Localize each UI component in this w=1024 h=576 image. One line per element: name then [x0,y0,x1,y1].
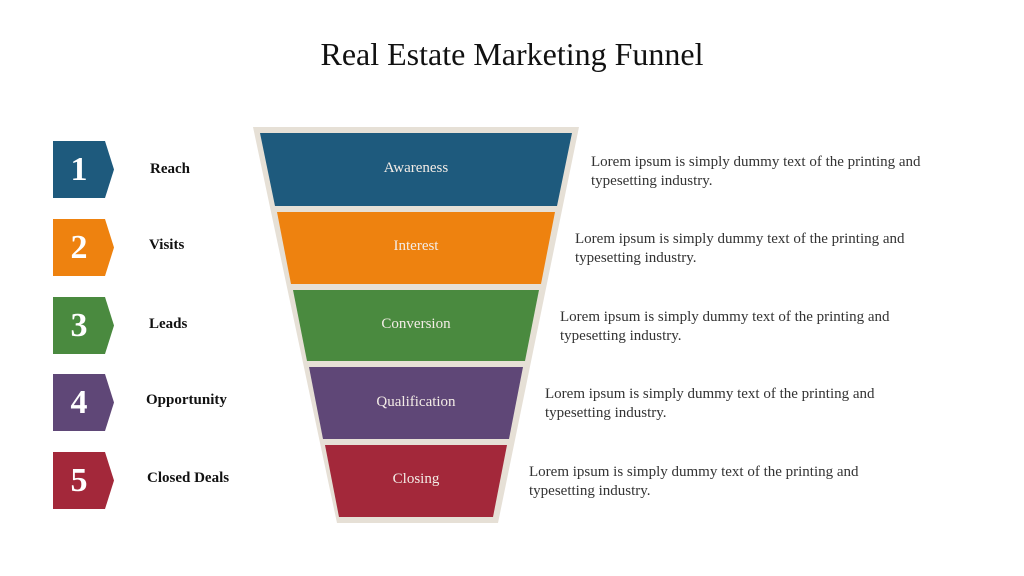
step-number: 3 [70,307,88,344]
badge-arrow-shape [53,219,114,276]
step-label-reach: Reach [150,161,190,177]
step-label-visits: Visits [149,237,185,253]
step-badge-4: 4 [53,374,114,431]
step-badge-3: 3 [53,297,114,354]
description-closing: Lorem ipsum is simply dummy text of the … [529,463,909,501]
description-line: typesetting industry. [575,250,697,266]
step-label-closed-deals: Closed Deals [147,470,230,486]
stage-label-closing: Closing [392,471,440,487]
step-badge-5: 5 [53,452,114,509]
description-line: Lorem ipsum is simply dummy text of the … [591,154,921,170]
stage-label-interest: Interest [393,238,439,254]
badge-arrow-shape [53,374,114,431]
description-line: typesetting industry. [560,328,682,344]
funnel-band-conversion [293,290,539,361]
funnel-band-closing [325,445,507,517]
badge-arrow-shape [53,141,114,198]
step-label-opportunity: Opportunity [146,392,227,408]
step-badge-2: 2 [53,219,114,276]
step-number: 5 [70,462,88,499]
stage-label-qualification: Qualification [376,394,456,410]
description-line: Lorem ipsum is simply dummy text of the … [529,464,859,480]
badge-arrow-shape [53,452,114,509]
description-interest: Lorem ipsum is simply dummy text of the … [575,230,955,268]
stage-label-conversion: Conversion [381,316,451,332]
funnel-band-awareness [260,133,572,206]
description-qualification: Lorem ipsum is simply dummy text of the … [545,385,925,423]
description-line: typesetting industry. [545,405,667,421]
step-number: 1 [70,151,88,188]
badge-arrow-shape [53,297,114,354]
description-line: typesetting industry. [591,173,713,189]
page-title: Real Estate Marketing Funnel [320,36,704,72]
funnel-band-qualification [309,367,523,439]
step-label-leads: Leads [149,316,188,332]
funnel-band-interest [277,212,555,284]
description-line: typesetting industry. [529,483,651,499]
description-conversion: Lorem ipsum is simply dummy text of the … [560,308,940,346]
step-number: 4 [70,384,88,421]
step-number: 2 [70,229,88,266]
step-badge-1: 1 [53,141,114,198]
description-line: Lorem ipsum is simply dummy text of the … [545,386,875,402]
description-line: Lorem ipsum is simply dummy text of the … [560,309,890,325]
stage-label-awareness: Awareness [383,160,449,176]
description-awareness: Lorem ipsum is simply dummy text of the … [591,153,971,191]
description-line: Lorem ipsum is simply dummy text of the … [575,231,905,247]
